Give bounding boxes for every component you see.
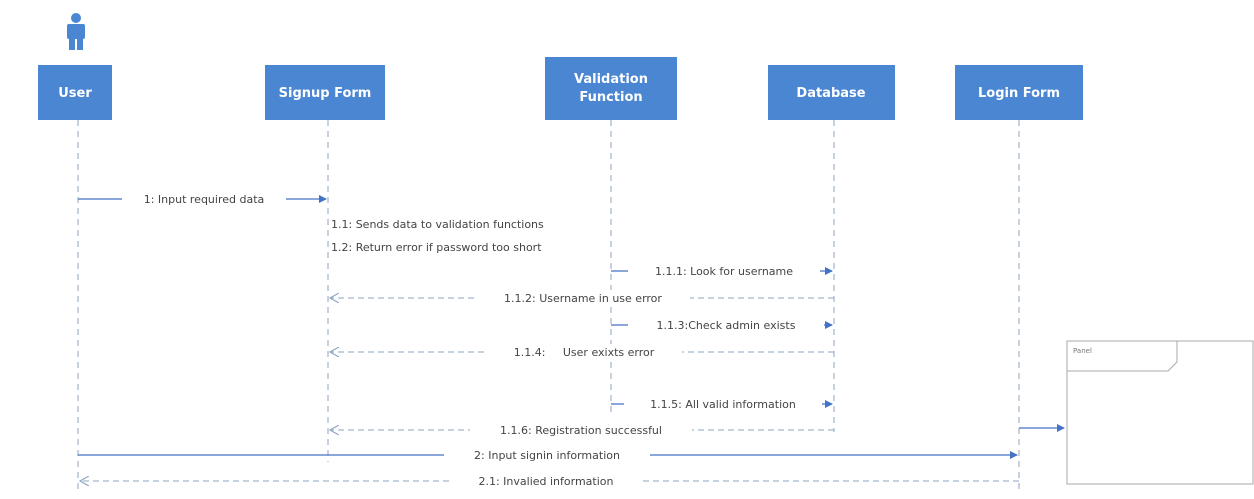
message-label-1-1-3: 1.1.3:Check admin exists xyxy=(657,319,796,332)
lifeline-user: User xyxy=(38,65,112,120)
message-label-1: 1: Input required data xyxy=(144,193,265,206)
message-label-bg-2-1 xyxy=(453,473,639,489)
message-label-bg-1-1-6 xyxy=(470,422,692,438)
lifeline-box-validation-function xyxy=(545,57,677,120)
lifeline-label-user: User xyxy=(58,86,92,101)
message-label-1-1-5: 1.1.5: All valid information xyxy=(650,398,796,411)
message-label-1-2: 1.2: Return error if password too short xyxy=(331,241,542,254)
lifeline-box-database xyxy=(768,65,895,120)
lifeline-label-signup-form: Signup Form xyxy=(279,86,372,101)
message-label-bg-1-1-2 xyxy=(476,290,690,306)
lifeline-validation-function: Validation Function xyxy=(545,57,677,120)
lifeline-box-signup-form xyxy=(265,65,385,120)
message-label-bg-1-1-4 xyxy=(486,344,682,360)
lifeline-box-login-form xyxy=(955,65,1083,120)
message-label-1-1-2: 1.1.2: Username in use error xyxy=(504,292,662,305)
message-label-bg-2 xyxy=(444,447,650,463)
lifeline-database: Database xyxy=(768,65,895,120)
message-label-2: 2: Input signin information xyxy=(474,449,620,462)
message-label-1-1: 1.1: Sends data to validation functions xyxy=(331,218,544,231)
lifeline-login-form: Login Form xyxy=(955,65,1083,120)
panel-frame-box xyxy=(1066,340,1254,485)
lifeline-label-validation-line-1: Validation xyxy=(574,72,648,87)
message-label-1-1-4: 1.1.4: User exixts error xyxy=(514,346,655,359)
panel-frame-tab xyxy=(1067,340,1178,372)
person-icon xyxy=(67,13,85,50)
lifeline-box-user xyxy=(38,65,112,120)
lifeline-label-validation-line-2: Function xyxy=(579,90,642,105)
lifeline-label-login-form: Login Form xyxy=(978,86,1060,101)
message-label-bg-1-1-1 xyxy=(628,263,820,279)
lifeline-signup-form: Signup Form xyxy=(265,65,385,120)
lifeline-label-database: Database xyxy=(796,86,865,101)
message-label-2-1: 2.1: Invalied information xyxy=(478,475,613,488)
panel-frame-label: Panel xyxy=(1073,347,1092,355)
panel-frame: Panel xyxy=(1066,340,1254,485)
message-label-bg-1 xyxy=(122,191,286,207)
message-label-1-1-6: 1.1.6: Registration successful xyxy=(500,424,662,437)
message-label-bg-1-1-3 xyxy=(628,317,824,333)
message-label-bg-1-1-5 xyxy=(624,396,822,412)
message-label-1-1-1: 1.1.1: Look for username xyxy=(655,265,793,278)
